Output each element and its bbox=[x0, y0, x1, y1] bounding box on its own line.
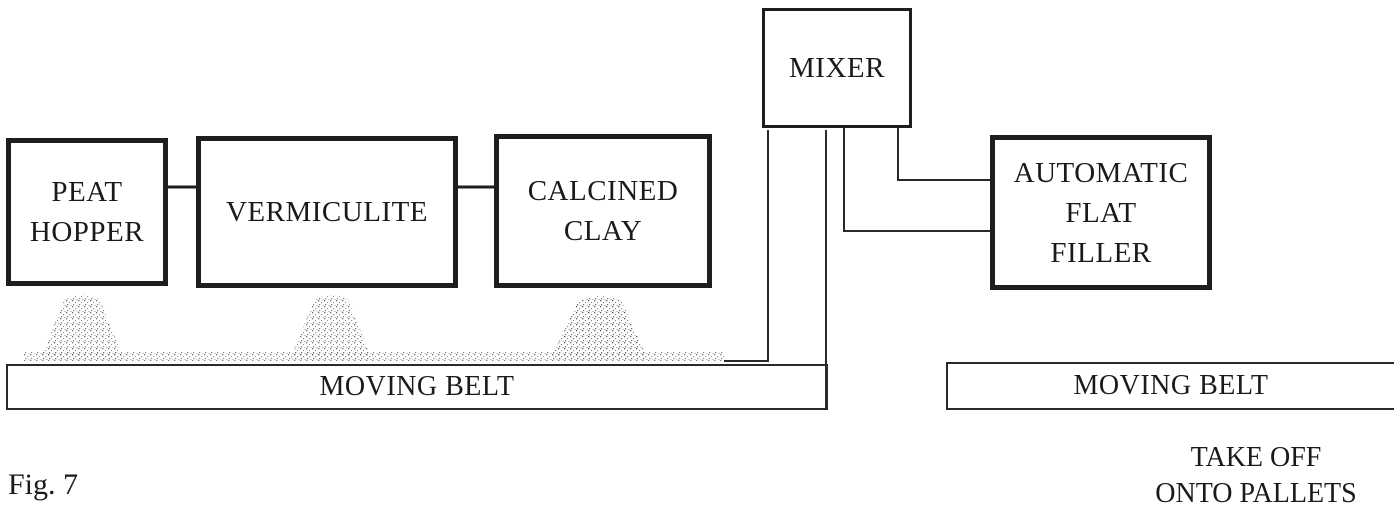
calcined-clay-label-line2: CLAY bbox=[564, 211, 642, 251]
moving-belt-left: MOVING BELT bbox=[6, 364, 828, 410]
vermiculite-box: VERMICULITE bbox=[196, 136, 458, 288]
peat-hopper-label-line2: HOPPER bbox=[30, 212, 144, 252]
calcined-clay-label-line1: CALCINED bbox=[528, 171, 679, 211]
output-line2: ONTO PALLETS bbox=[1120, 476, 1392, 512]
vermiculite-label: VERMICULITE bbox=[226, 192, 428, 232]
peat-hopper-box: PEAT HOPPER bbox=[6, 138, 168, 286]
moving-belt-left-label: MOVING BELT bbox=[319, 371, 514, 403]
calcined-clay-box: CALCINED CLAY bbox=[494, 134, 712, 288]
calcined-clay-pile bbox=[550, 296, 648, 360]
peat-hopper-label-line1: PEAT bbox=[51, 172, 122, 212]
mixer-box: MIXER bbox=[762, 8, 912, 128]
output-line1: TAKE OFF bbox=[1120, 440, 1392, 476]
mixer-to-filler-lower bbox=[844, 124, 992, 231]
take-off-onto-pallets: TAKE OFF ONTO PALLETS bbox=[1120, 440, 1392, 512]
automatic-flat-filler-box: AUTOMATIC FLAT FILLER bbox=[990, 135, 1212, 290]
figure-label: Fig. 7 bbox=[8, 468, 78, 502]
mixer-to-filler-upper bbox=[898, 124, 992, 180]
belt-to-mixer-line bbox=[724, 130, 768, 361]
filler-label-line2: FLAT bbox=[1065, 193, 1136, 233]
filler-label-line1: AUTOMATIC bbox=[1014, 153, 1189, 193]
moving-belt-right: MOVING BELT bbox=[946, 362, 1394, 410]
moving-belt-right-label: MOVING BELT bbox=[1073, 370, 1268, 402]
filler-label-line3: FILLER bbox=[1050, 233, 1151, 273]
peat-pile bbox=[40, 295, 124, 360]
mixer-label: MIXER bbox=[789, 48, 885, 88]
vermiculite-pile bbox=[290, 295, 372, 360]
